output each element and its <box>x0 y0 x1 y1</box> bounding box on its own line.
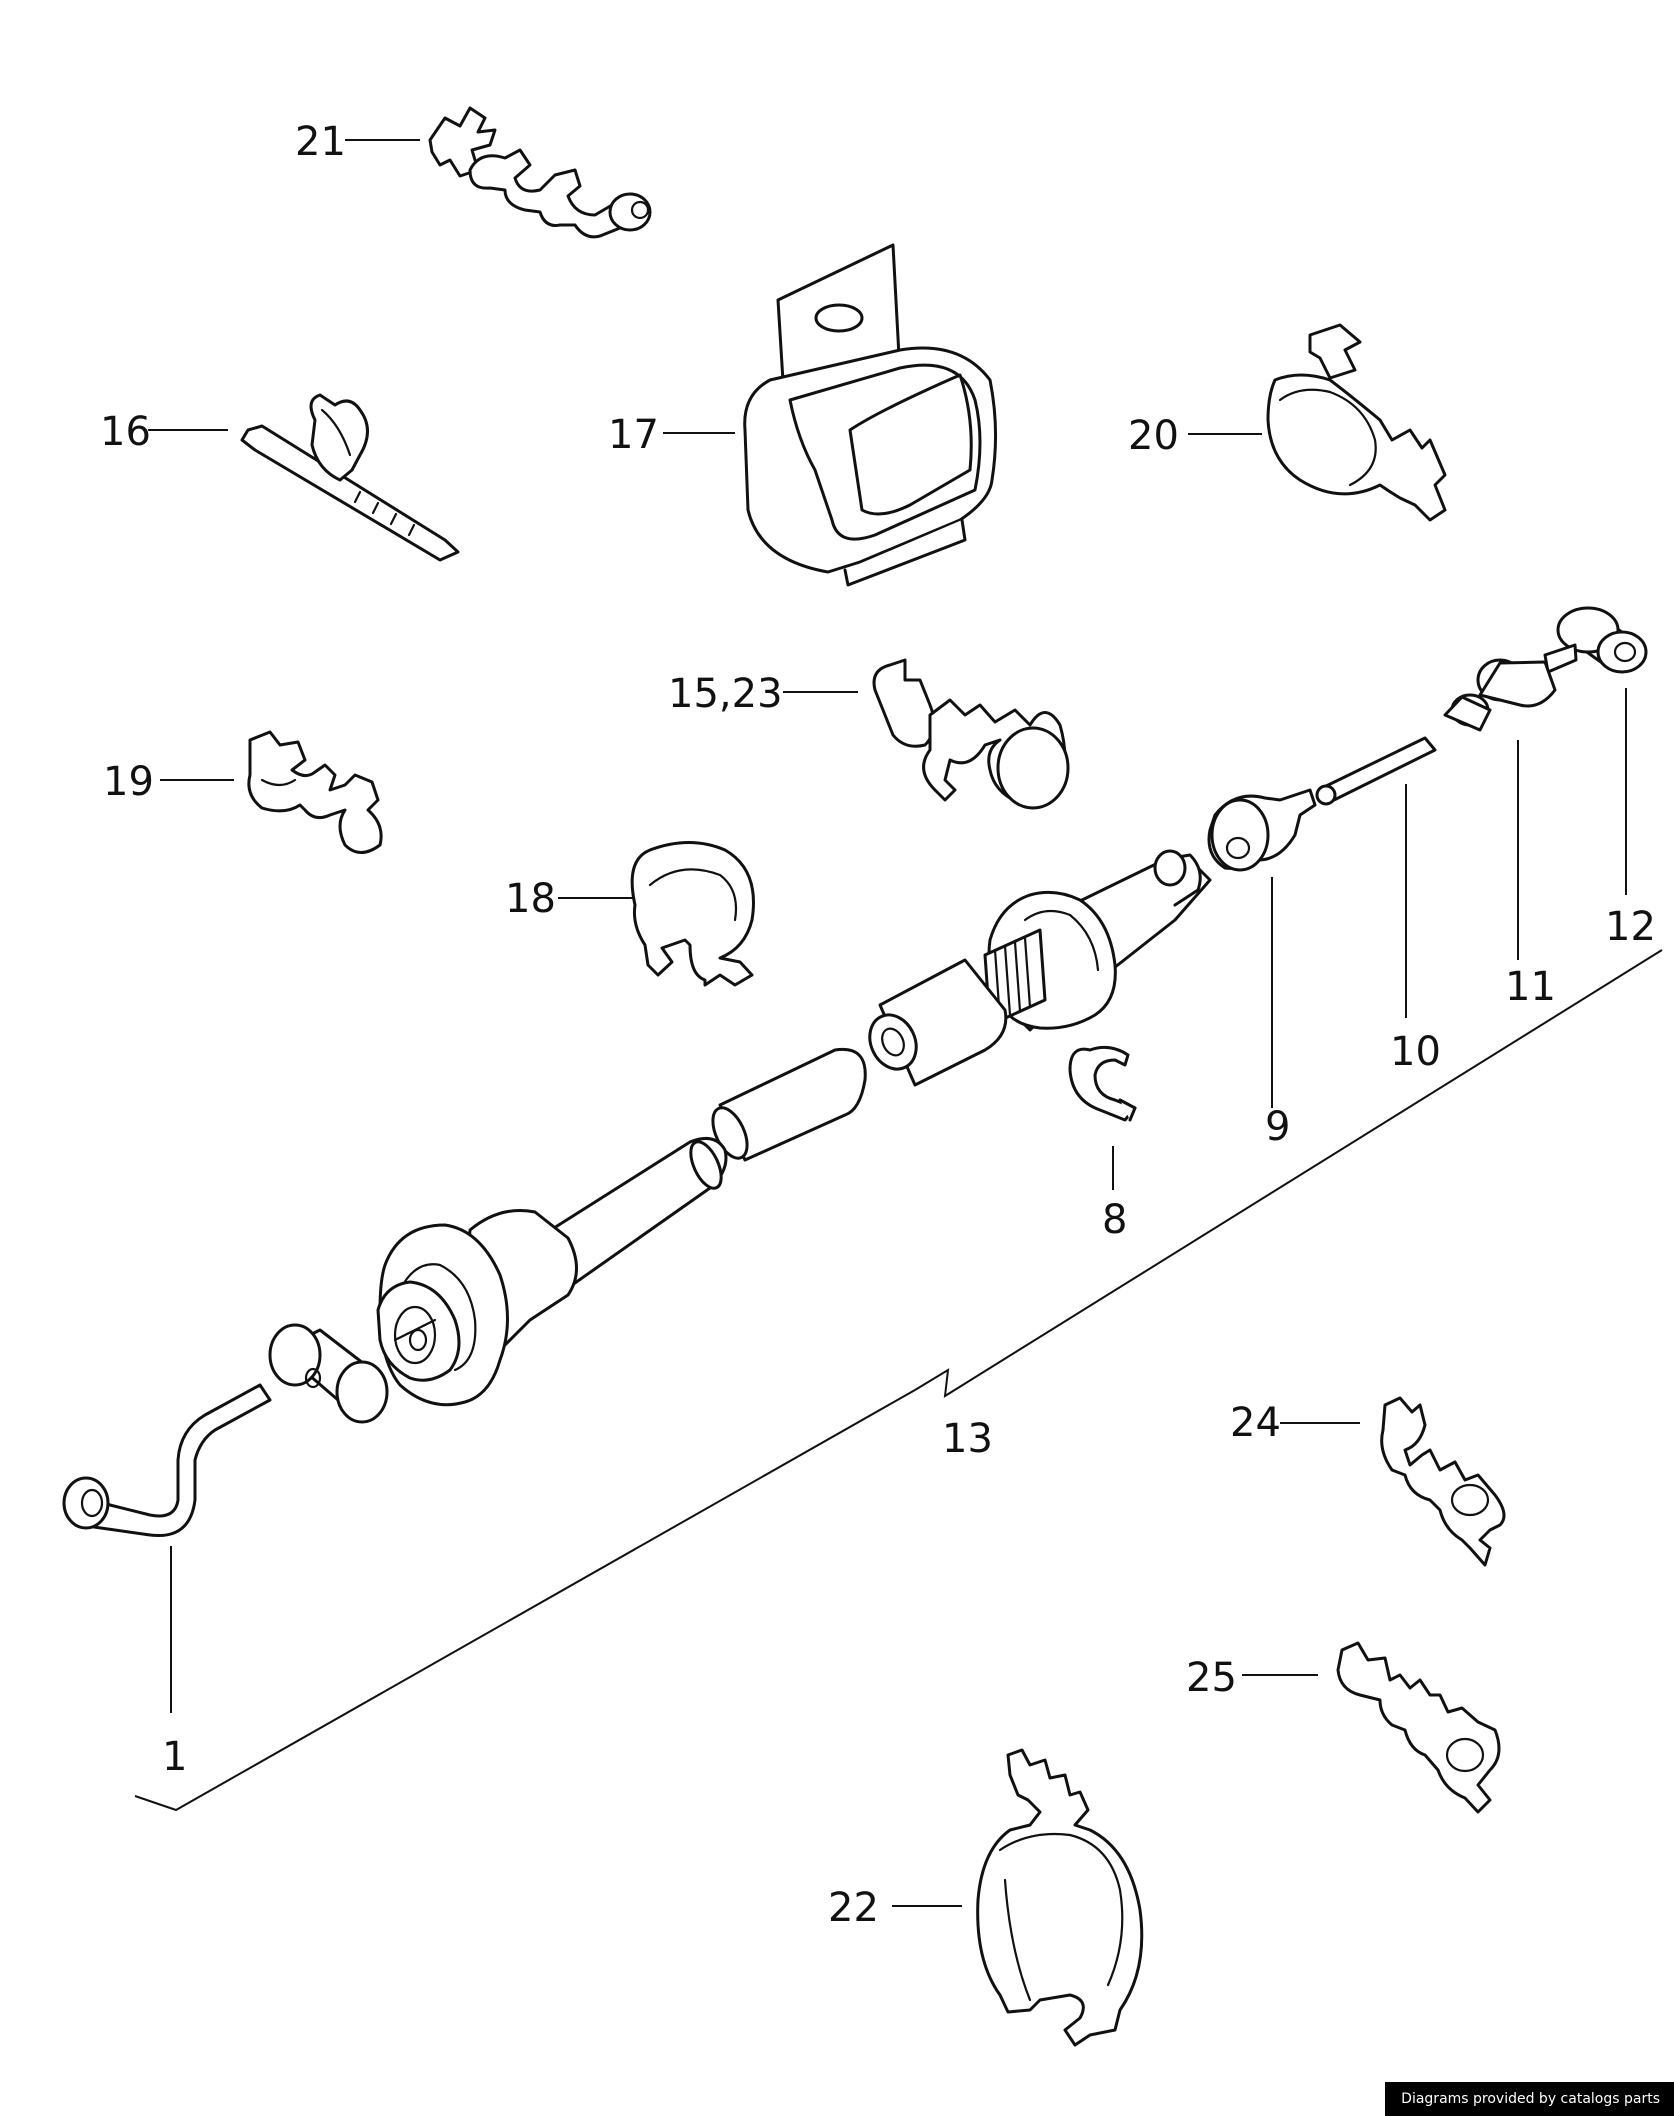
band-clamp-18 <box>630 841 755 987</box>
cable-tie-16 <box>240 393 460 562</box>
double-clip-25 <box>1336 1641 1501 1814</box>
callout-21: 21 <box>295 119 346 165</box>
callout-12: 12 <box>1605 904 1656 950</box>
callout-22: 22 <box>828 1885 879 1931</box>
circlip-8 <box>1068 1045 1137 1122</box>
leader-lines <box>134 139 1663 1907</box>
callout-18: 18 <box>505 876 556 922</box>
callout-labels: 21 16 17 20 15,23 19 18 12 11 10 9 8 13 … <box>100 119 1656 1931</box>
callout-9: 9 <box>1265 1104 1290 1150</box>
cable-end-1 <box>62 1383 272 1538</box>
rod-10 <box>1315 736 1437 806</box>
callout-13: 13 <box>942 1416 993 1462</box>
credit-badge: Diagrams provided by catalogs parts <box>1385 2082 1674 2116</box>
double-clip-15-23 <box>872 658 1070 810</box>
callout-1: 1 <box>162 1734 187 1780</box>
callout-8: 8 <box>1102 1197 1127 1243</box>
clip-21 <box>428 106 652 239</box>
callout-17: 17 <box>608 412 659 458</box>
grommet-11 <box>1443 643 1578 732</box>
end-bushing <box>268 1323 389 1424</box>
double-clip-24 <box>1380 1396 1506 1567</box>
callout-11: 11 <box>1505 964 1556 1010</box>
callout-20: 20 <box>1128 413 1179 459</box>
callout-25: 25 <box>1186 1655 1237 1701</box>
callout-15-23: 15,23 <box>668 671 783 717</box>
callout-16: 16 <box>100 409 151 455</box>
bracket-17 <box>743 243 998 587</box>
hose-clamp-22 <box>976 1748 1144 2047</box>
hose-clamp-20 <box>1266 323 1447 522</box>
bearing-9 <box>1207 788 1317 872</box>
callout-24: 24 <box>1230 1400 1281 1446</box>
double-clip-19 <box>247 730 383 854</box>
callout-19: 19 <box>103 759 154 805</box>
callout-10: 10 <box>1390 1029 1441 1075</box>
bushing-12 <box>1556 606 1648 674</box>
cable-assembly-13 <box>376 849 1212 1407</box>
